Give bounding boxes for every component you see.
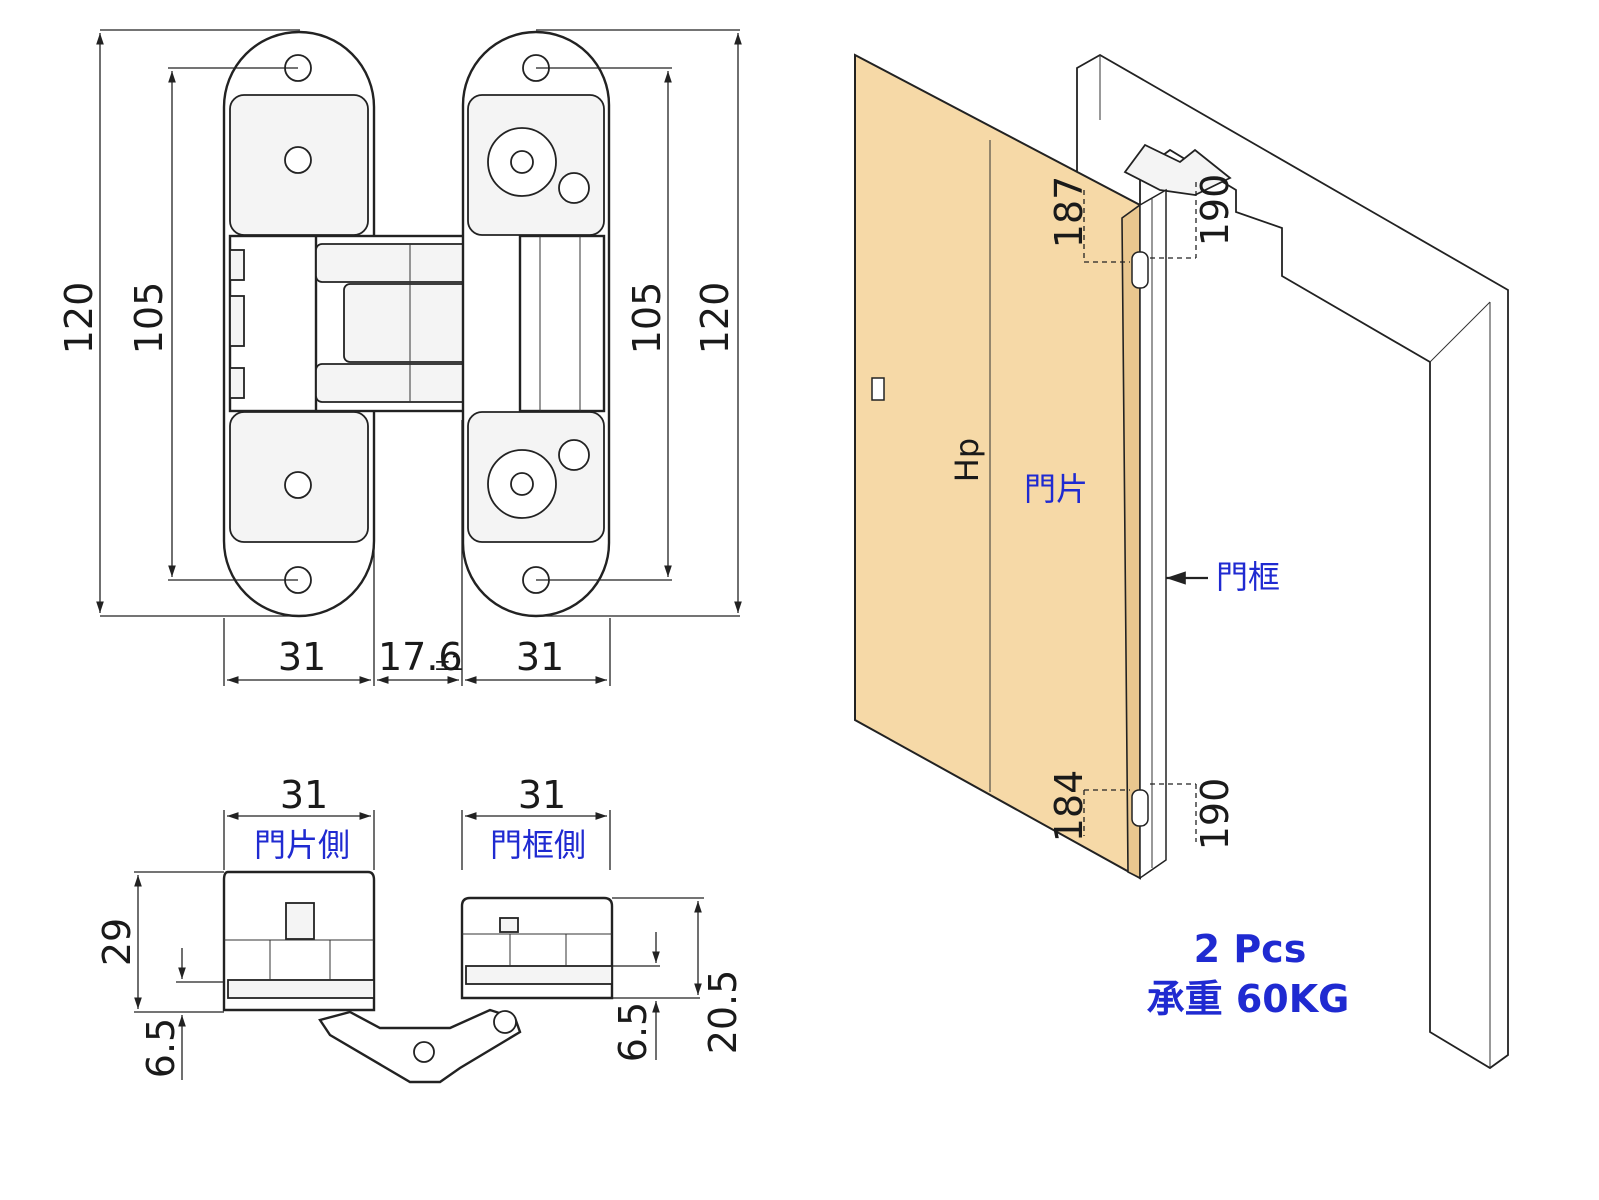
dim-height-outer-left: 120 bbox=[57, 282, 101, 355]
dim-gap: 17.6 bbox=[378, 635, 463, 679]
dim-top-width-left: 31 bbox=[280, 773, 328, 817]
label-door: 門片 bbox=[1024, 470, 1088, 508]
dim-top-door-offset: 187 bbox=[1047, 176, 1091, 249]
right-plate bbox=[461, 30, 611, 618]
dim-height-inner-left: 105 bbox=[127, 282, 171, 355]
door-hinge-bottom bbox=[1131, 789, 1149, 827]
top-link-arm bbox=[318, 1008, 522, 1084]
dim-bottom-frame-offset: 190 bbox=[1193, 778, 1237, 851]
dim-top-width-right: 31 bbox=[518, 773, 566, 817]
dim-gap-tolerance: ±1 bbox=[434, 651, 463, 675]
door-isometric: 187 190 184 190 Hp 門片 門框 bbox=[854, 53, 1509, 1070]
dim-offset-right: 6.5 bbox=[611, 1002, 655, 1062]
top-view: 31 31 門片側 門框側 bbox=[95, 773, 745, 1084]
dim-offset-left: 6.5 bbox=[139, 1018, 183, 1078]
spec-quantity: 2 Pcs bbox=[1194, 927, 1307, 971]
top-right-body bbox=[460, 896, 614, 1000]
dim-depth-left: 29 bbox=[95, 918, 139, 966]
door-lock bbox=[871, 377, 885, 401]
front-view: 120 105 105 120 31 17.6 ±1 31 bbox=[57, 29, 742, 686]
dim-bottom-door-offset: 184 bbox=[1047, 770, 1091, 843]
dim-height-inner-right: 105 bbox=[625, 282, 669, 355]
dim-width-right: 31 bbox=[516, 635, 564, 679]
dim-depth-right: 20.5 bbox=[701, 970, 745, 1055]
top-left-body bbox=[222, 870, 376, 1012]
door-hinge-top bbox=[1131, 251, 1149, 289]
dim-width-left: 31 bbox=[278, 635, 326, 679]
spec-load: 承重 60KG bbox=[1147, 977, 1350, 1021]
label-door-side: 門片側 bbox=[254, 826, 350, 864]
dim-top-frame-offset: 190 bbox=[1193, 174, 1237, 247]
frame-strip bbox=[1139, 188, 1167, 880]
door-panel bbox=[854, 53, 1141, 880]
label-frame: 門框 bbox=[1216, 558, 1280, 596]
dim-height-outer-right: 120 bbox=[693, 282, 737, 355]
label-door-height: Hp bbox=[948, 438, 986, 482]
label-frame-side: 門框側 bbox=[490, 826, 586, 864]
